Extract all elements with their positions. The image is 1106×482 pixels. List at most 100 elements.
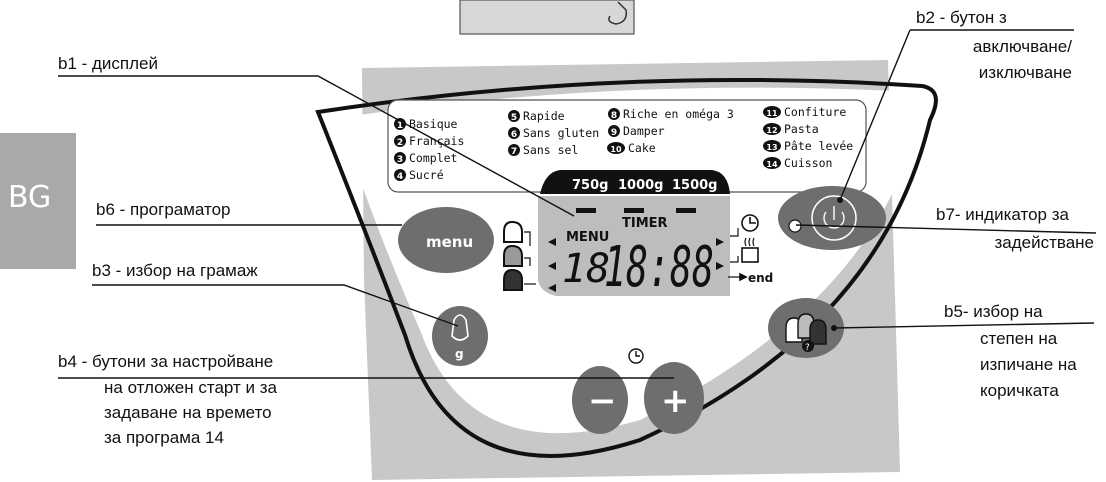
leader-b2-dot [837, 197, 843, 203]
program-number-13: 13 [766, 143, 777, 152]
weight-1000: 1000g [618, 178, 664, 193]
weight-1500: 1500g [672, 178, 718, 193]
program-number-4: 4 [397, 172, 403, 182]
crust-hint-badge [802, 340, 814, 352]
program-number-14: 14 [766, 160, 778, 169]
program-badge-3 [394, 152, 406, 164]
display-arrows [548, 238, 724, 292]
callout-b5-line2: степен на [980, 329, 1058, 348]
program-name-4: Sucré [409, 168, 444, 182]
display-program-digits: 18 [562, 246, 610, 292]
timer-clock-icon [628, 348, 644, 364]
lid-top [459, 0, 635, 35]
crust-dark-icon [503, 268, 523, 291]
program-number-6: 6 [511, 130, 517, 140]
program-badge-5 [508, 110, 520, 122]
program-badge-7 [508, 144, 520, 156]
leader-b7 [795, 224, 1097, 234]
program-number-11: 11 [766, 109, 778, 118]
minus-button-label: − [588, 381, 617, 421]
weight-icon [451, 314, 469, 341]
program-name-13: Pâte levée [784, 139, 853, 153]
program-badge-8 [608, 108, 620, 120]
crust-hint-label: ? [805, 343, 810, 353]
callout-b6: b6 - програматор [96, 200, 231, 219]
program-name-3: Complet [409, 151, 457, 165]
power-icon-ring [811, 195, 857, 241]
program-badge-13 [763, 140, 781, 152]
callout-b2-line1: b2 - бутон з [916, 8, 1007, 27]
program-badge-9 [608, 125, 620, 137]
weight-indicator-marks [576, 208, 696, 213]
program-badge-6 [508, 127, 520, 139]
callout-b4-line2: на отложен старт и за [104, 378, 277, 397]
weight-bar [540, 170, 730, 194]
program-badge-10 [607, 142, 625, 154]
callout-b2-line2: авключване/ [972, 37, 1072, 56]
callout-b5-line4: коричката [980, 381, 1059, 400]
program-number-12: 12 [766, 126, 777, 135]
callout-b1: b1 - дисплей [58, 54, 159, 73]
power-button[interactable] [778, 186, 886, 250]
program-badge-1 [394, 118, 406, 130]
callout-b2-line3: изключване [978, 63, 1072, 82]
program-number-2: 2 [397, 138, 403, 148]
program-number-3: 3 [397, 155, 403, 165]
program-number-7: 7 [511, 147, 517, 157]
program-number-9: 9 [611, 128, 617, 138]
program-name-5: Rapide [523, 109, 565, 123]
lcd-display [538, 196, 730, 296]
plus-button[interactable] [644, 362, 704, 434]
delay-clock-icon [741, 214, 759, 232]
callout-b4-line1: b4 - бутони за настройване [58, 352, 274, 371]
keep-warm-icon [741, 247, 759, 263]
minus-button[interactable] [572, 366, 628, 434]
leader-b3 [92, 284, 459, 327]
program-name-12: Pasta [784, 122, 819, 136]
program-number-10: 10 [610, 145, 622, 154]
display-time-digits: 18:88 [604, 235, 714, 300]
program-number-8: 8 [611, 111, 617, 121]
program-name-6: Sans gluten [523, 126, 599, 140]
display-menu-label: MENU [566, 230, 609, 245]
menu-button[interactable] [398, 207, 494, 273]
program-name-1: Basique [409, 117, 458, 131]
crust-medium-icon [503, 244, 523, 267]
program-name-8: Riche en oméga 3 [623, 107, 734, 121]
leader-b1 [58, 75, 575, 217]
crust-button-icon [785, 313, 827, 345]
leader-b2 [839, 29, 1074, 201]
weight-750: 750g [572, 178, 608, 193]
program-badge-4 [394, 169, 406, 181]
power-icon [823, 206, 845, 229]
program-name-14: Cuisson [784, 156, 832, 170]
program-number-5: 5 [511, 113, 517, 123]
language-tab: BG [0, 133, 76, 269]
leader-b5 [833, 322, 1095, 329]
program-badge-14 [763, 157, 781, 169]
callout-b4-line3: задаване на времето [104, 403, 272, 422]
plus-button-label: + [661, 381, 690, 421]
callout-leader-lines [58, 29, 1097, 379]
lid-hook [608, 1, 628, 25]
program-badge-12 [763, 123, 781, 135]
program-badge-2 [394, 135, 406, 147]
callout-b5-line1: b5- избор на [944, 302, 1043, 321]
program-name-11: Confiture [784, 105, 846, 119]
program-name-9: Damper [623, 124, 665, 138]
power-indicator-light [788, 219, 802, 233]
program-badge-11 [763, 106, 781, 118]
crust-level-icons [503, 220, 536, 291]
weight-button-label: g [455, 347, 464, 361]
callout-b7-line2: задействане [994, 233, 1094, 252]
callout-b7-line1: b7- индикатор за [936, 205, 1069, 224]
end-label: end [748, 271, 773, 285]
display-timer-label: TIMER [622, 216, 668, 231]
callout-b4-line4: за програма 14 [104, 428, 224, 447]
leader-b5-dot [831, 325, 837, 331]
crust-light-icon [503, 220, 523, 243]
language-code: BG [8, 180, 52, 215]
menu-button-label: menu [426, 233, 473, 251]
